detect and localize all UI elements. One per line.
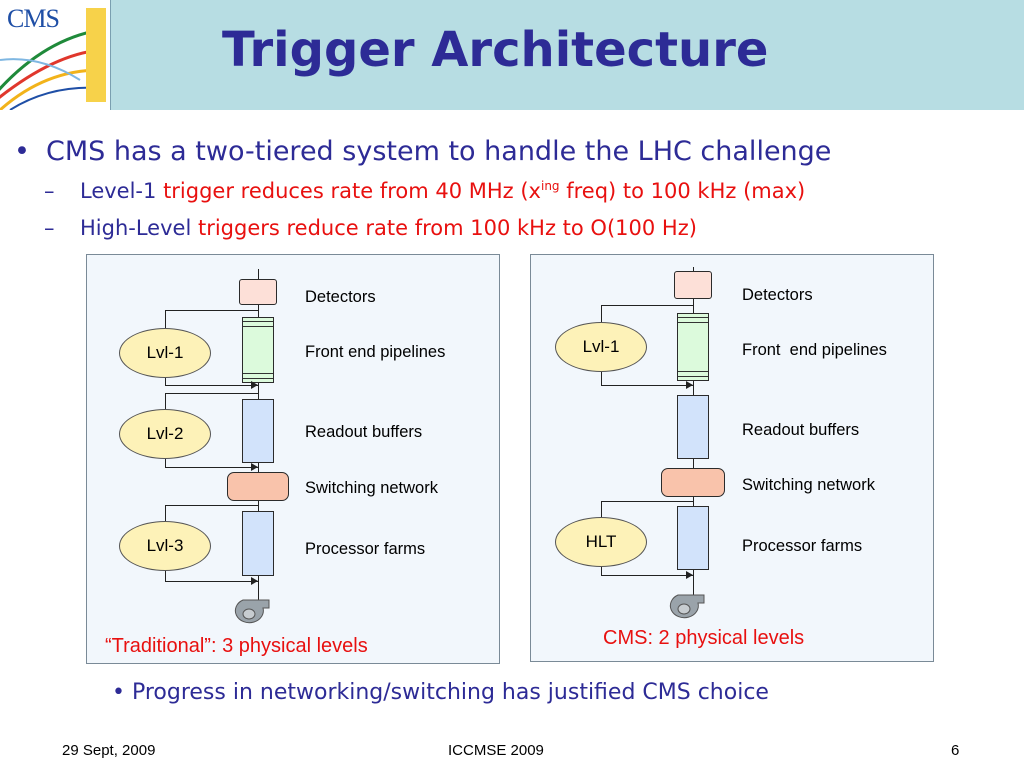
connector	[601, 305, 693, 306]
connector	[601, 305, 602, 322]
switching-network-box	[227, 472, 289, 501]
stage-label-farms: Processor farms	[742, 537, 863, 555]
cms-caption: CMS: 2 physical levels	[603, 627, 805, 649]
front-end-pipelines-box	[242, 317, 274, 383]
readout-buffers-box	[242, 399, 274, 463]
detectors-box	[239, 279, 277, 305]
dash: –	[44, 179, 55, 203]
cms-logo: CMS	[0, 0, 111, 110]
stage-label-pipelines: Front end pipelines	[305, 343, 446, 361]
connector	[165, 571, 166, 581]
stage-label-switching: Switching network	[742, 476, 875, 494]
conclusion-bullet: • Progress in networking/switching has j…	[112, 680, 769, 705]
bullet-dot: •	[14, 136, 30, 167]
connector	[165, 310, 258, 311]
connector	[601, 567, 602, 575]
page-title: Trigger Architecture	[222, 22, 769, 78]
traditional-diagram-panel: Lvl-1 Lvl-2 Lvl-3 Detectors Front end pi…	[86, 254, 500, 664]
stage-label-buffers: Readout buffers	[305, 423, 423, 441]
level1-text: trigger reduces rate from 40 MHz (xing f…	[163, 179, 806, 203]
readout-buffers-box	[677, 395, 709, 459]
connector	[165, 505, 258, 506]
connector	[601, 372, 602, 385]
arrow-right	[686, 571, 693, 579]
arrow-right	[251, 381, 258, 389]
connector	[165, 505, 166, 521]
arrow-right	[686, 381, 693, 389]
hlt-text: triggers reduce rate from 100 kHz to O(1…	[197, 216, 697, 240]
front-end-pipelines-box	[677, 313, 709, 381]
processor-farms-box	[677, 506, 709, 570]
connector	[601, 501, 602, 517]
footer-date: 29 Sept, 2009	[62, 742, 156, 759]
connector	[165, 385, 258, 386]
logo-side-strip	[86, 8, 106, 102]
hlt-prefix: High-Level	[80, 216, 192, 240]
lvl1-oval: Lvl-1	[555, 322, 647, 372]
arrow-right	[251, 463, 258, 471]
connector	[165, 459, 166, 467]
connector	[165, 393, 258, 394]
processor-farms-box	[242, 511, 274, 576]
bullet-main-text: CMS has a two-tiered system to handle th…	[46, 136, 832, 167]
stage-label-buffers: Readout buffers	[742, 421, 860, 439]
connector	[165, 378, 166, 385]
connector	[165, 581, 258, 582]
dash: –	[44, 216, 55, 240]
detectors-box	[674, 271, 712, 299]
lvl2-oval: Lvl-2	[119, 409, 211, 459]
page-number: 6	[951, 742, 960, 759]
connector	[601, 501, 693, 502]
stage-label-detectors: Detectors	[305, 288, 376, 306]
connector	[165, 467, 258, 468]
connector	[165, 393, 166, 409]
storage-disk-icon	[234, 599, 270, 624]
traditional-caption: “Traditional”: 3 physical levels	[105, 635, 368, 657]
connector	[601, 385, 693, 386]
stage-label-pipelines: Front end pipelines	[742, 341, 887, 359]
level1-superscript: ing	[540, 179, 560, 193]
lvl1-oval: Lvl-1	[119, 328, 211, 378]
logo-text: CMS	[7, 4, 60, 33]
stage-label-switching: Switching network	[305, 479, 438, 497]
hlt-oval: HLT	[555, 517, 647, 567]
header-band	[0, 0, 1024, 110]
storage-disk-icon	[669, 594, 705, 619]
lvl3-oval: Lvl-3	[119, 521, 211, 571]
stage-label-detectors: Detectors	[742, 286, 813, 304]
arrow-right	[251, 577, 258, 585]
stage-label-farms: Processor farms	[305, 540, 426, 558]
footer-event: ICCMSE 2009	[448, 742, 544, 759]
level1-prefix: Level-1	[80, 179, 157, 203]
cms-diagram-panel: Lvl-1 HLT Detectors Front end pipelines …	[530, 254, 934, 662]
connector	[165, 310, 166, 328]
switching-network-box	[661, 468, 725, 497]
connector	[601, 575, 693, 576]
